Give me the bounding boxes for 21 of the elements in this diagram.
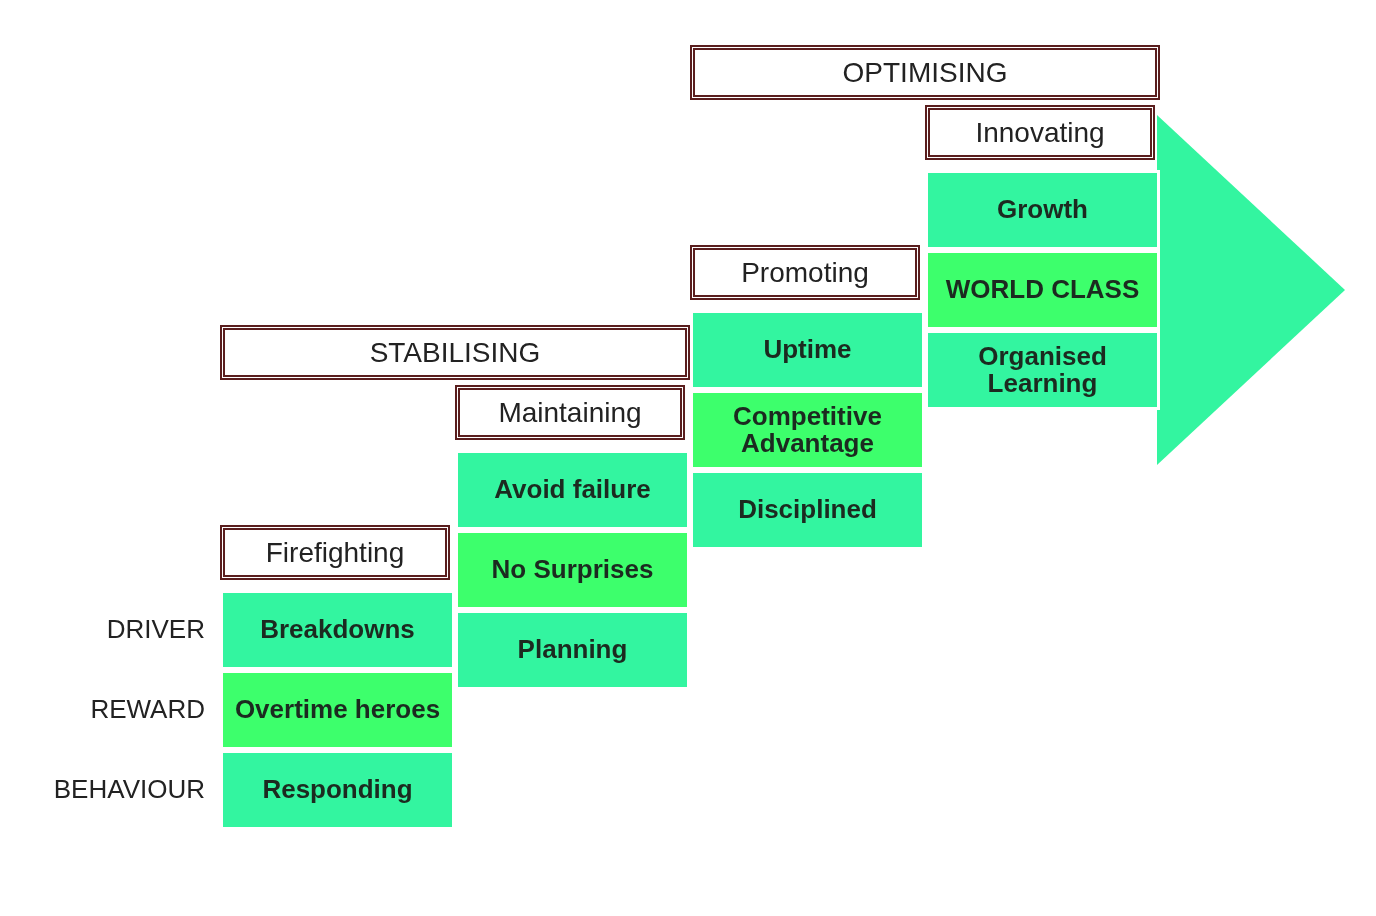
stage-cell: Responding	[220, 750, 455, 830]
stage-cell: WORLD CLASS	[925, 250, 1160, 330]
stage-cell: Organised Learning	[925, 330, 1160, 410]
stage-cell: Uptime	[690, 310, 925, 390]
stage-cell: Avoid failure	[455, 450, 690, 530]
stage-cell: Breakdowns	[220, 590, 455, 670]
row-label: REWARD	[89, 694, 205, 725]
stage-box: STABILISING	[220, 325, 690, 380]
row-label: BEHAVIOUR	[52, 774, 205, 805]
stage-box: Firefighting	[220, 525, 450, 580]
stage-box: Maintaining	[455, 385, 685, 440]
stage-box: Innovating	[925, 105, 1155, 160]
stage-cell: No Surprises	[455, 530, 690, 610]
row-label: DRIVER	[105, 614, 205, 645]
stage-cell: Overtime heroes	[220, 670, 455, 750]
stage-cell: Planning	[455, 610, 690, 690]
stage-box: OPTIMISING	[690, 45, 1160, 100]
stage-cell: Growth	[925, 170, 1160, 250]
stage-box: Promoting	[690, 245, 920, 300]
stage-cell: Disciplined	[690, 470, 925, 550]
stage-cell: Competitive Advantage	[690, 390, 925, 470]
